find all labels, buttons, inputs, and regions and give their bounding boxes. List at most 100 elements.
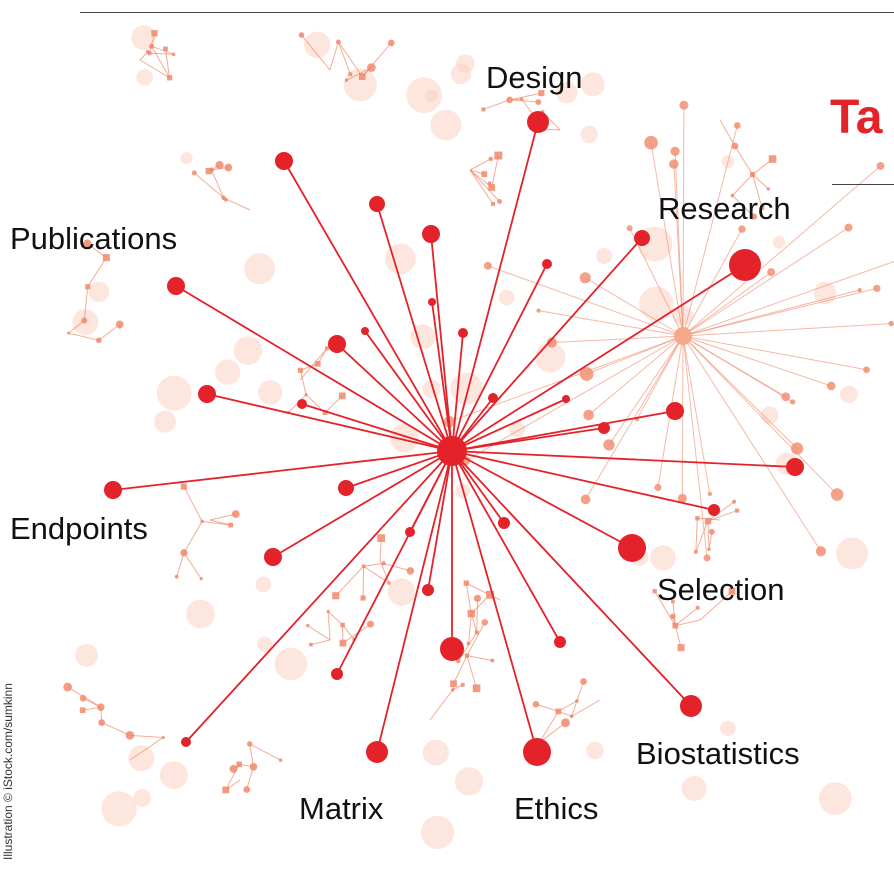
hub2-node bbox=[873, 285, 880, 292]
cluster-node bbox=[497, 199, 502, 204]
hub2-spoke bbox=[552, 336, 683, 343]
faint-node bbox=[181, 152, 193, 164]
hub2-node bbox=[654, 484, 661, 491]
label-ethics: Ethics bbox=[514, 793, 598, 824]
cluster-node bbox=[769, 155, 777, 163]
hub-spoke bbox=[428, 451, 452, 590]
hub2-node bbox=[858, 288, 862, 292]
hub2-spoke bbox=[683, 125, 737, 336]
faint-node bbox=[581, 72, 605, 96]
cluster-edge bbox=[720, 120, 735, 146]
hub-node bbox=[618, 534, 646, 562]
hub-node bbox=[786, 458, 804, 476]
hub-node bbox=[666, 402, 684, 420]
label-endpoints: Endpoints bbox=[10, 513, 148, 544]
faint-node bbox=[406, 77, 442, 113]
cluster-node bbox=[175, 575, 179, 579]
hub2-node bbox=[580, 272, 591, 283]
faint-node bbox=[423, 740, 449, 766]
cluster-edge bbox=[544, 129, 560, 130]
faint-node bbox=[388, 578, 416, 606]
cluster-edge bbox=[696, 518, 698, 552]
title-underline bbox=[832, 184, 894, 185]
cluster-edge bbox=[308, 626, 330, 640]
cluster-edge bbox=[430, 690, 453, 720]
hub2-node bbox=[644, 136, 658, 150]
hub-spoke bbox=[113, 451, 452, 490]
faint-node bbox=[234, 336, 262, 364]
hub-spoke bbox=[207, 394, 452, 451]
hub2-node bbox=[831, 488, 844, 501]
cluster-node bbox=[232, 510, 240, 518]
faint-node bbox=[275, 648, 308, 681]
cluster-node bbox=[181, 484, 187, 490]
cluster-edge bbox=[184, 553, 201, 579]
faint-node bbox=[451, 64, 472, 85]
cluster-node bbox=[491, 202, 495, 206]
cluster-edge bbox=[343, 624, 371, 643]
cluster-edge bbox=[194, 173, 223, 198]
hub-node bbox=[422, 584, 434, 596]
cluster-node bbox=[489, 157, 493, 161]
hub-spoke bbox=[452, 451, 795, 467]
cluster-node bbox=[348, 72, 352, 76]
cluster-edge bbox=[247, 767, 254, 790]
cluster-node bbox=[367, 621, 374, 628]
cluster-node bbox=[490, 659, 494, 663]
hub2-node bbox=[708, 492, 712, 496]
hub2-node bbox=[827, 382, 836, 391]
label-biostatistics: Biostatistics bbox=[636, 738, 800, 769]
faint-node bbox=[186, 600, 215, 629]
cluster-edge bbox=[469, 614, 472, 644]
cluster-edge bbox=[470, 159, 491, 170]
faint-node bbox=[154, 411, 176, 433]
cluster-node bbox=[243, 786, 250, 793]
hub2-node bbox=[627, 225, 633, 231]
hub-node bbox=[167, 277, 185, 295]
cluster-node bbox=[306, 624, 309, 627]
hub2-node bbox=[738, 225, 745, 232]
cluster-node bbox=[215, 161, 223, 169]
cluster-edge bbox=[343, 625, 355, 639]
faint-node bbox=[840, 386, 858, 404]
hub-node bbox=[369, 196, 385, 212]
faint-node bbox=[215, 360, 240, 385]
hub-node bbox=[405, 527, 415, 537]
hub-node bbox=[680, 695, 702, 717]
cluster-node bbox=[731, 143, 738, 150]
hub-node bbox=[634, 230, 650, 246]
cluster-edge bbox=[735, 146, 753, 174]
cluster-node bbox=[339, 393, 346, 400]
cluster-edge bbox=[539, 711, 558, 742]
faint-node bbox=[720, 721, 735, 736]
hub2-spoke bbox=[589, 336, 683, 415]
faint-node bbox=[75, 644, 98, 667]
cluster-edge bbox=[99, 324, 120, 340]
central-hub bbox=[437, 436, 467, 466]
cluster-edge bbox=[466, 583, 471, 613]
cluster-edge bbox=[336, 566, 364, 595]
hub2-node bbox=[536, 308, 540, 312]
faint-node bbox=[157, 376, 192, 411]
cluster-node bbox=[80, 707, 86, 713]
cluster-node bbox=[767, 187, 770, 190]
hub-node bbox=[331, 668, 343, 680]
cluster-edge bbox=[102, 723, 130, 736]
cluster-node bbox=[224, 198, 227, 201]
hub2-node bbox=[581, 494, 591, 504]
hub-spoke bbox=[377, 451, 452, 752]
faint-node bbox=[421, 816, 454, 849]
faint-node bbox=[586, 742, 604, 760]
cluster-node bbox=[494, 152, 502, 160]
hub-spoke bbox=[452, 411, 675, 451]
cluster-edge bbox=[364, 563, 384, 566]
hub2-spoke bbox=[683, 272, 771, 336]
hub2-node bbox=[679, 101, 688, 110]
cluster-node bbox=[678, 644, 685, 651]
faint-node bbox=[258, 380, 282, 404]
cluster-node bbox=[151, 30, 157, 36]
hub2-node bbox=[484, 262, 492, 270]
cluster-edge bbox=[311, 640, 330, 645]
faint-node bbox=[89, 282, 110, 303]
